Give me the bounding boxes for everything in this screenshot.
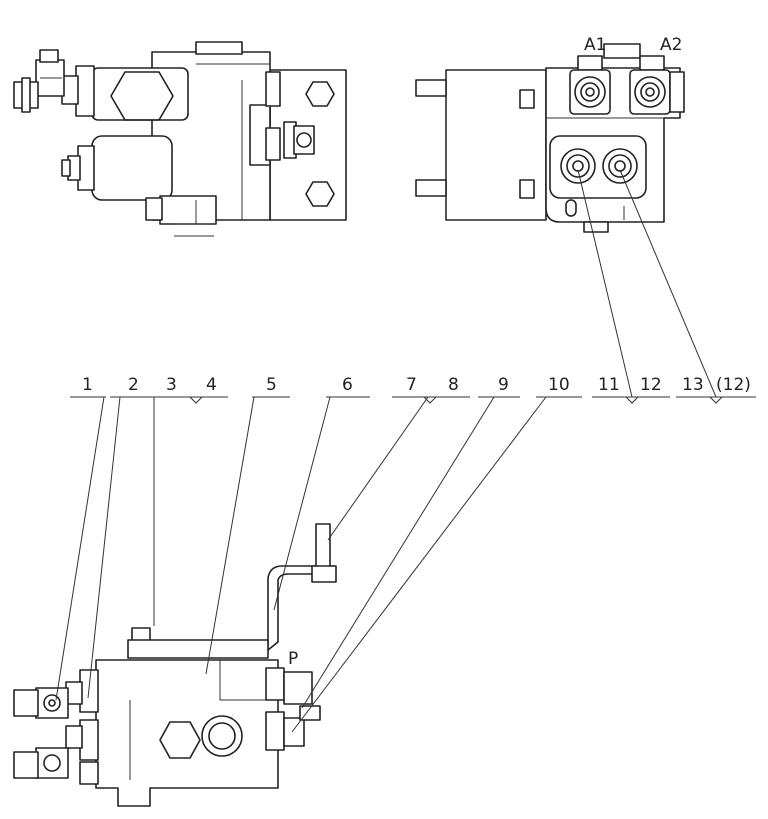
callout-13: 13: [682, 375, 704, 395]
callout-6: 6: [342, 375, 353, 395]
callout-4: 4: [206, 375, 217, 395]
port-label-a2: A2: [660, 35, 682, 55]
callout-7: 7: [406, 375, 417, 395]
callout-8: 8: [448, 375, 459, 395]
callout-11: 11: [598, 375, 620, 395]
callout-3: 3: [166, 375, 177, 395]
callout-10: 10: [548, 375, 570, 395]
callout-5: 5: [266, 375, 277, 395]
callout-1: 1: [82, 375, 93, 395]
callout-9: 9: [498, 375, 509, 395]
leader-lines: [55, 169, 756, 733]
bottom-view: [13, 523, 337, 807]
port-label-p: P: [288, 649, 298, 669]
top-right-view: [415, 43, 685, 233]
top-left-view: [13, 41, 347, 237]
callout-13-alt: (12): [716, 375, 751, 395]
callout-2: 2: [128, 375, 139, 395]
port-label-a1: A1: [584, 35, 606, 55]
callout-12: 12: [640, 375, 662, 395]
